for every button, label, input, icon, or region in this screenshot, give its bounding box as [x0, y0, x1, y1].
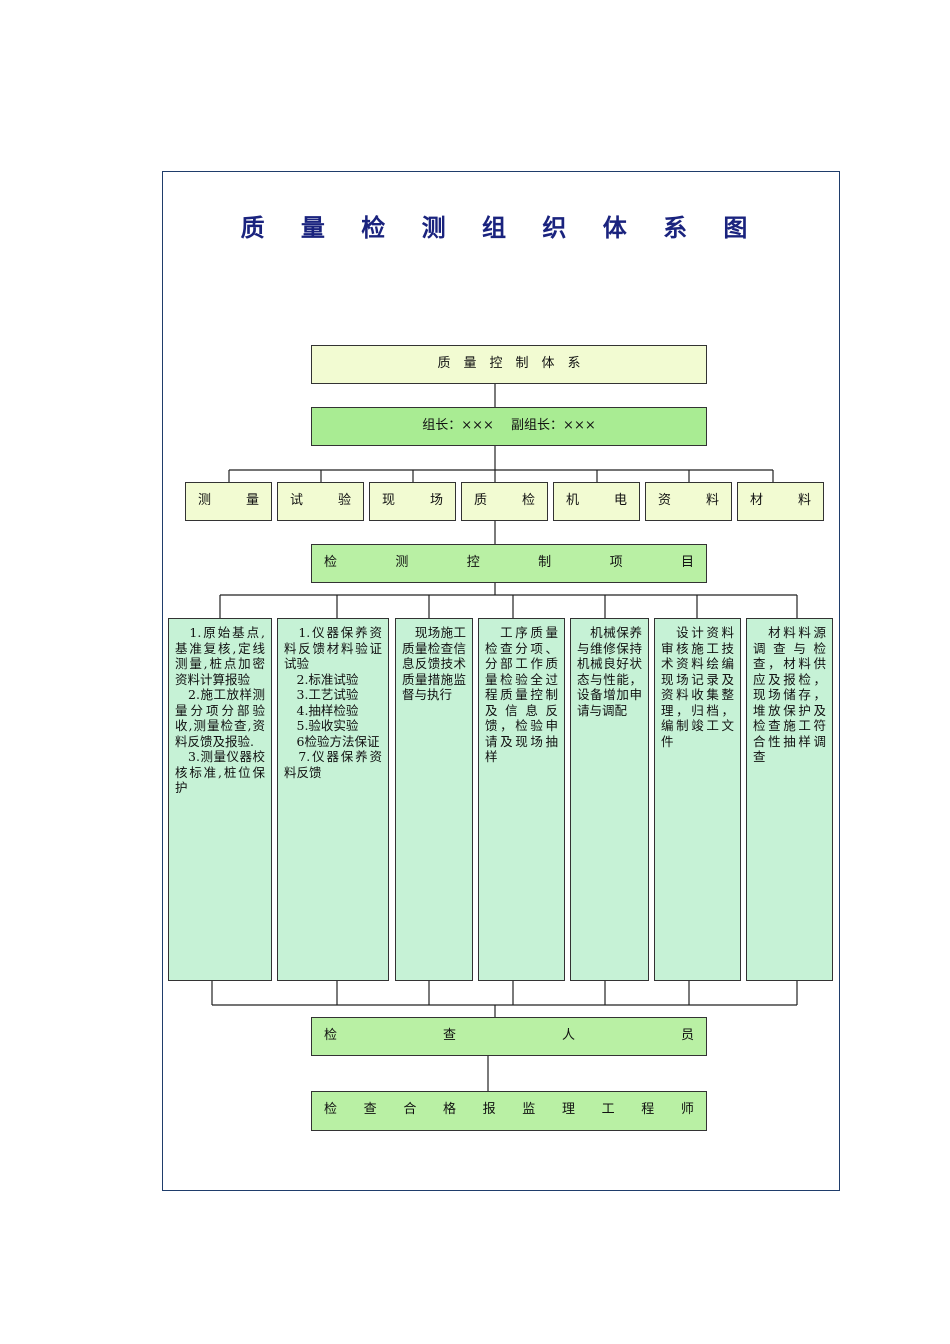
- inspectors-box: 检 查 人 员: [311, 1017, 707, 1056]
- diagram-frame: [162, 171, 840, 1191]
- quality-control-system-box: 质 量 控 制 体 系: [311, 345, 707, 384]
- department-quality-inspection: 质检: [461, 482, 548, 521]
- department-site: 现场: [369, 482, 456, 521]
- detail-survey: 1.原始基点,基准复核,定线测量,桩点加密资料计算报验 2.施工放样测量分项分部…: [168, 618, 272, 981]
- detail-site: 现场施工质量检查信息反馈技术质量措施监督与执行: [395, 618, 473, 981]
- department-documents: 资料: [645, 482, 732, 521]
- detail-quality-inspection: 工序质量检查分项、分部工作质量检验全过程质量控制及信息反馈，检验申请及现场抽样: [478, 618, 565, 981]
- diagram-title: 质 量 检 测 组 织 体 系 图: [240, 213, 762, 242]
- supervisor-box: 检 查 合 格 报 监 理 工 程 师: [311, 1091, 707, 1131]
- detail-materials: 材料料源调查与检查，材料供应及报检，现场储存，堆放保护及检查施工符合性抽样调查: [746, 618, 833, 981]
- detail-mechanical: 机械保养与维修保持机械良好状态与性能，设备增加申请与调配: [570, 618, 649, 981]
- department-testing: 试验: [277, 482, 364, 521]
- detail-documents: 设计资料审核施工技术资料绘编现场记录及资料收集整理，归档，编制竣工文件: [654, 618, 741, 981]
- control-items-box: 检 测 控 制 项 目: [311, 544, 707, 583]
- department-materials: 材料: [737, 482, 824, 521]
- department-survey: 测量: [185, 482, 272, 521]
- leaders-box: 组长：××× 副组长：×××: [311, 407, 707, 446]
- detail-testing: 1.仪器保养资料反馈材料验证试验 2.标准试验 3.工艺试验 4.抽样检验 5.…: [277, 618, 389, 981]
- leaders-label: 组长：××× 副组长：×××: [422, 418, 596, 433]
- department-mechanical-electrical: 机电: [553, 482, 640, 521]
- system-label: 质 量 控 制 体 系: [437, 356, 581, 371]
